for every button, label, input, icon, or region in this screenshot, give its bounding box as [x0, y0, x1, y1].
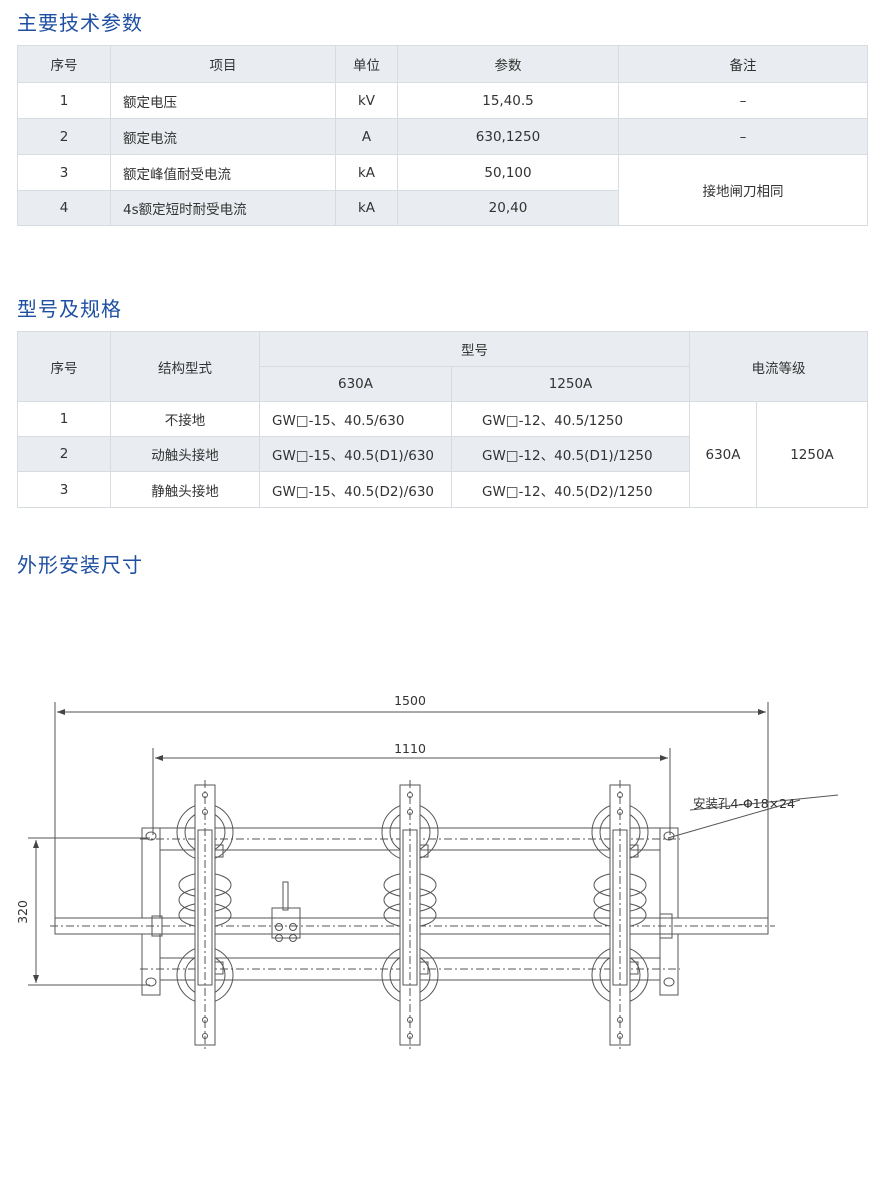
header-value: 参数: [397, 45, 619, 83]
dimension-1500: 1500: [54, 693, 769, 930]
cell-value: 630,1250: [397, 118, 619, 155]
cell-no: 1: [17, 401, 111, 437]
cell-no: 1: [17, 82, 111, 119]
header-item: 项目: [110, 45, 336, 83]
header-note: 备注: [618, 45, 868, 83]
cell-no: 3: [17, 471, 111, 508]
pole-right: [591, 779, 649, 1053]
cell-note-merged: 接地闸刀相同: [618, 154, 868, 226]
cell-value: 20,40: [397, 190, 619, 226]
dimension-label-1110: 1110: [394, 741, 426, 756]
header-no: 序号: [17, 331, 111, 402]
cell-no: 2: [17, 436, 111, 472]
cell-no: 2: [17, 118, 111, 155]
dimension-1110: 1110: [152, 741, 671, 835]
cell-item: 4s额定短时耐受电流: [110, 190, 336, 226]
pole-middle: [381, 779, 439, 1053]
cell-structure: 静触头接地: [110, 471, 260, 508]
cell-no: 3: [17, 154, 111, 191]
cell-note: –: [618, 82, 868, 119]
header-no: 序号: [17, 45, 111, 83]
section-title-tech-params: 主要技术参数: [17, 11, 143, 35]
cell-unit: A: [335, 118, 398, 155]
mounting-hole-callout: 安装孔4-Φ18×24: [667, 794, 839, 839]
cell-item: 额定峰值耐受电流: [110, 154, 336, 191]
cell-model-630: GW□-15、40.5/630: [259, 401, 452, 437]
cell-model-1250: GW□-12、40.5/1250: [451, 401, 690, 437]
cell-current-630: 630A: [689, 401, 757, 508]
table-header: 序号 项目 单位 参数 备注: [17, 45, 868, 83]
cell-unit: kA: [335, 190, 398, 226]
linkage-coupling: [271, 881, 301, 942]
cell-model-630: GW□-15、40.5(D1)/630: [259, 436, 452, 472]
header-model-630: 630A: [259, 366, 452, 402]
cell-structure: 动触头接地: [110, 436, 260, 472]
cell-structure: 不接地: [110, 401, 260, 437]
header-current-level: 电流等级: [689, 331, 868, 402]
pole-left: [176, 779, 234, 1053]
section-title-models: 型号及规格: [17, 297, 122, 321]
mounting-hole-label: 安装孔4-Φ18×24: [693, 796, 795, 811]
section-title-dimensions: 外形安装尺寸: [17, 553, 143, 577]
cell-current-1250: 1250A: [756, 401, 868, 508]
cell-value: 50,100: [397, 154, 619, 191]
cell-no: 4: [17, 190, 111, 226]
dimension-label-1500: 1500: [394, 693, 426, 708]
dimension-320: 320: [15, 837, 150, 986]
dimension-label-320: 320: [15, 900, 30, 924]
cell-model-1250: GW□-12、40.5(D2)/1250: [451, 471, 690, 508]
